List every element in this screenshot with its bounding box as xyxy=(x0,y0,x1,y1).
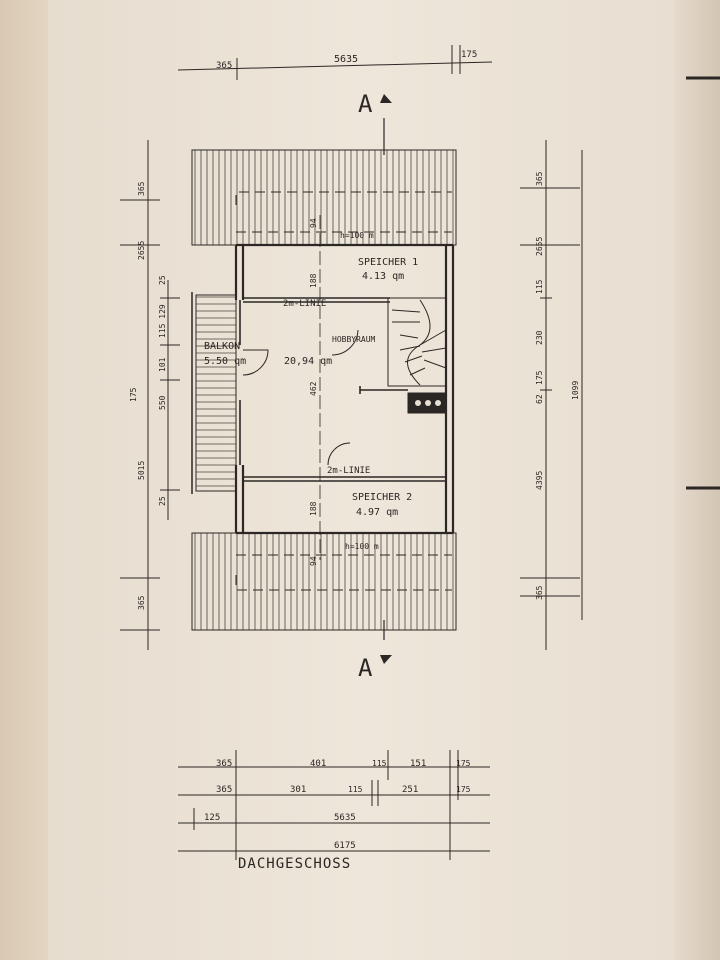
dim-left-4: 365 xyxy=(137,595,146,610)
dim-left-2: 2655 xyxy=(137,241,146,260)
dim-interior-3: 462 xyxy=(309,381,318,396)
dim-right-6: 62 xyxy=(535,394,544,404)
room-name-speicher-1: SPEICHER 1 xyxy=(358,257,418,268)
drawing-title: DACHGESCHOSS xyxy=(238,856,351,872)
dim-left-inner-4: 175 xyxy=(129,387,138,402)
roof-overhang-top xyxy=(191,149,457,246)
roof-height-label-top: h=100 m xyxy=(340,231,374,240)
dim-bottom-r3-1: 125 xyxy=(204,813,220,823)
dim-right-5: 175 xyxy=(535,370,544,385)
left-inner-dimension xyxy=(160,280,180,520)
bottom-dimension-grid xyxy=(178,750,490,860)
left-outer-dimension xyxy=(120,140,160,650)
outer-walls xyxy=(234,243,455,535)
room-area-hobbyraum: 20,94 qm xyxy=(284,356,332,367)
room-area-speicher-1: 4.13 qm xyxy=(362,271,404,282)
dim-right-7: 4395 xyxy=(535,471,544,490)
dim-right-4: 230 xyxy=(535,330,544,345)
dim-top-3: 175 xyxy=(461,50,477,60)
dim-bottom-r1-1: 365 xyxy=(216,759,232,769)
room-area-speicher-2: 4.97 qm xyxy=(356,507,398,518)
dim-interior-5: 94 xyxy=(309,556,318,566)
dim-bottom-r3-2: 5635 xyxy=(334,813,356,823)
room-name-hobbyraum: HOBBYRAUM xyxy=(332,335,376,344)
eaves-dashes-bottom xyxy=(235,554,452,591)
dim-bottom-r2-4: 251 xyxy=(402,785,418,795)
dim-bottom-r2-5: 175 xyxy=(456,785,471,794)
dim-bottom-r1-3: 115 xyxy=(372,759,387,768)
room-name-balkon: BALKON xyxy=(204,341,240,352)
interior-walls xyxy=(239,297,446,482)
dim-left-inner-3: 101 xyxy=(158,357,167,372)
room-door xyxy=(331,329,359,356)
dim-right-1: 365 xyxy=(535,171,544,186)
two-m-line-label-bottom: 2m-LINIE xyxy=(327,466,370,476)
section-marker-top: A xyxy=(358,90,373,118)
dim-top-1: 365 xyxy=(216,61,232,71)
dim-interior-4: 188 xyxy=(309,501,318,516)
top-dimension xyxy=(177,45,493,80)
kitchenette xyxy=(407,392,447,414)
section-marker-bottom: A xyxy=(358,654,373,682)
dim-bottom-r2-2: 301 xyxy=(290,785,306,795)
dim-left-1: 365 xyxy=(137,181,146,196)
dim-left-inner-6: 25 xyxy=(158,496,167,506)
dim-interior-1: 94 xyxy=(309,218,318,228)
section-arrow-top xyxy=(380,94,392,103)
roof-overhang-bottom xyxy=(191,532,457,631)
room-name-speicher-2: SPEICHER 2 xyxy=(352,492,412,503)
dim-bottom-r1-5: 175 xyxy=(456,759,471,768)
dim-top-2: 5635 xyxy=(334,54,358,65)
dim-left-3: 5015 xyxy=(137,461,146,480)
dim-right-total: 1099 xyxy=(571,381,580,400)
dim-left-inner-5: 550 xyxy=(158,395,167,410)
dim-right-3: 115 xyxy=(535,279,544,294)
paper-fold-right xyxy=(674,0,720,960)
dim-right-2: 2655 xyxy=(535,237,544,256)
room-area-balkon: 5.50 qm xyxy=(204,356,246,367)
dim-left-inner-1: 25 xyxy=(158,275,167,285)
dim-bottom-r1-4: 151 xyxy=(410,759,426,769)
staircase xyxy=(387,297,447,387)
dim-bottom-r2-3: 115 xyxy=(348,785,363,794)
paper-fold-left xyxy=(0,0,48,960)
balcony-door xyxy=(242,349,269,376)
dim-right-8: 365 xyxy=(535,585,544,600)
two-m-line-label-top: 2m-LINIE xyxy=(283,299,326,309)
right-outer-dimension xyxy=(520,140,580,650)
dim-bottom-r4: 6175 xyxy=(334,841,356,851)
dim-bottom-r2-1: 365 xyxy=(216,785,232,795)
section-arrow-bottom xyxy=(380,655,392,664)
eaves-dashes-top xyxy=(235,191,452,233)
room-door-2 xyxy=(327,442,351,466)
balcony-deck xyxy=(195,294,237,492)
roof-height-label-bottom: h=100 m xyxy=(345,542,379,551)
dim-bottom-r1-2: 401 xyxy=(310,759,326,769)
dim-interior-2: 188 xyxy=(309,273,318,288)
dim-left-inner-2: 115 129 xyxy=(158,304,167,338)
